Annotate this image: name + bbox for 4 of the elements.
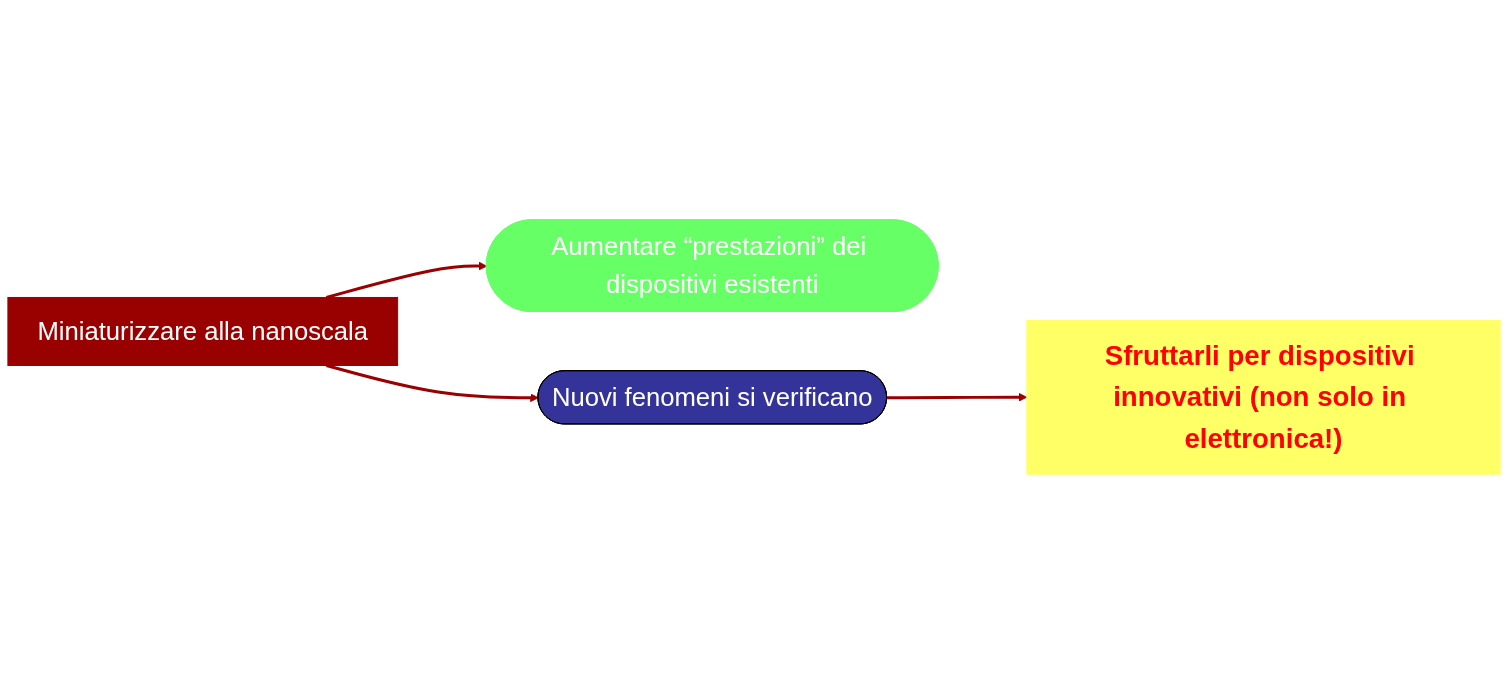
node-box: Miniaturizzare alla nanoscala <box>7 296 399 366</box>
arrow <box>887 392 1028 402</box>
node-box: Sfruttarli per dispositivi innovativi (non solo in elettronica!) <box>1026 319 1501 475</box>
arrow <box>326 363 539 402</box>
